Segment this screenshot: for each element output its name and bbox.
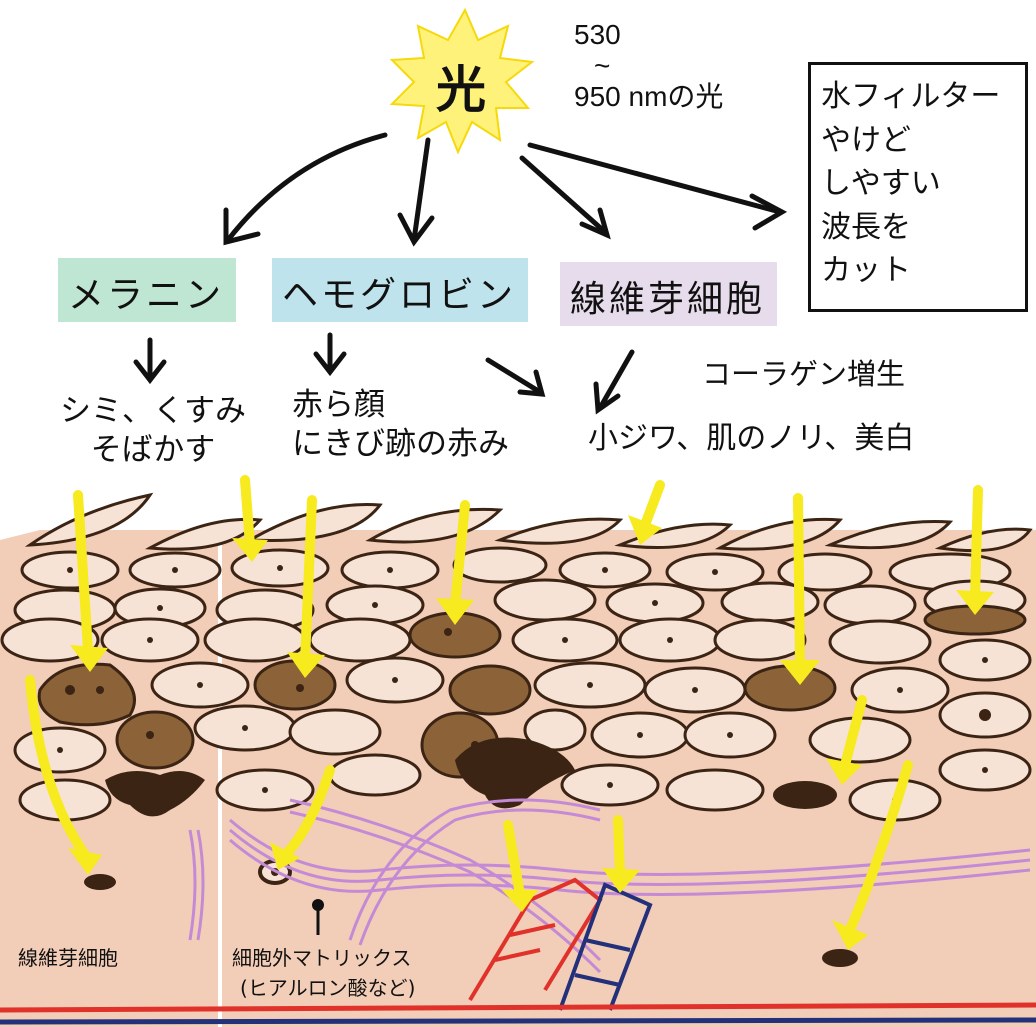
matrix-sublabel: (ヒアルロン酸など)	[240, 976, 416, 1000]
wavelength-end: 950 nmの光	[574, 80, 724, 112]
filter-line: 水フィルター	[821, 79, 1001, 114]
wavelength-start: 530	[574, 19, 621, 50]
effect-arrows	[133, 332, 635, 415]
branch-arrow-heads	[223, 193, 788, 247]
target-melanin: メラニン	[58, 258, 237, 322]
fibroblast-label: 線維芽細胞	[18, 946, 118, 970]
effect-line: 赤ら顔	[292, 387, 385, 423]
light-penetration-arrows	[25, 475, 983, 935]
target-hemoglobin: ヘモグロビン	[272, 258, 529, 322]
vessel-blue	[558, 882, 653, 1011]
light-label: 光	[436, 61, 486, 119]
bottom-red-line	[0, 1002, 1036, 1013]
water-filter-box: 水フィルター やけど しやすい 波長を カット	[808, 62, 1028, 312]
melanin-deposits	[65, 628, 858, 967]
filter-line: やけど	[821, 122, 911, 158]
wavelength-text: 530 ~ 950 nmの光	[574, 19, 724, 112]
hemoglobin-effects: 赤ら顔 にきび跡の赤み	[292, 386, 509, 464]
wavelength-tilde: ~	[594, 49, 611, 81]
melanin-effects: シミ、くすみ そばかす	[60, 392, 246, 470]
collagen-title: コーラゲン増生	[702, 357, 906, 391]
filter-line: 波長を	[821, 209, 911, 245]
filter-line: しやすい	[821, 166, 941, 201]
surface-cells	[24, 492, 1033, 553]
light-arrow-heads	[68, 515, 994, 950]
fibroblast-effects: 小ジワ、肌のノリ、美白	[588, 421, 915, 456]
collagen-fibers	[188, 798, 1031, 974]
effect-line: シミ、くすみ	[60, 393, 246, 429]
effect-line: にきび跡の赤み	[292, 425, 509, 462]
sun-and-arrows	[223, 7, 788, 247]
target-fibroblast: 線維芽細胞	[560, 262, 778, 326]
cell-nuclei	[57, 565, 991, 803]
matrix-label: 細胞外マトリックス	[232, 946, 412, 970]
effect-line: そばかす	[90, 431, 216, 468]
filter-line: カット	[821, 253, 911, 288]
branch-arrows	[225, 132, 783, 243]
sun-icon	[389, 7, 535, 155]
bottom-blue-line	[0, 1017, 1036, 1025]
